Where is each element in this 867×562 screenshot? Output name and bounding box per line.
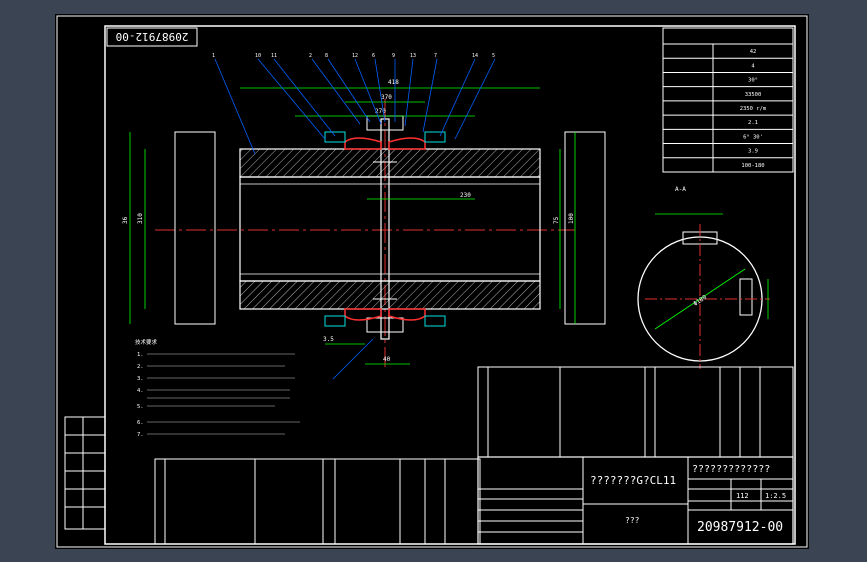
note-lines: [147, 353, 300, 435]
outer-border: [56, 15, 808, 548]
balloon-labels: 1 10 11 2 8 12 6 9 13 7 14 5: [212, 53, 495, 59]
weight-cell: 112: [736, 492, 749, 500]
scale-cell: 1:2.5: [765, 492, 786, 500]
svg-text:1.: 1.: [137, 352, 144, 358]
svg-text:14: 14: [472, 53, 478, 59]
dim-100: 100: [568, 213, 575, 224]
product-name: ???????G?CL11: [590, 474, 676, 487]
svg-text:5.: 5.: [137, 404, 144, 410]
right-flange: [564, 131, 606, 325]
svg-text:3.: 3.: [137, 376, 144, 382]
svg-text:7: 7: [434, 53, 437, 59]
param-value: 33500: [745, 92, 762, 98]
mirrored-number-box: [106, 27, 198, 47]
drawing-number: 20987912-00: [697, 520, 783, 535]
param-value: 3.9: [748, 149, 758, 155]
svg-text:4.: 4.: [137, 388, 144, 394]
svg-text:6.: 6.: [137, 420, 144, 426]
svg-text:12: 12: [352, 53, 358, 59]
svg-text:9: 9: [392, 53, 395, 59]
balloon-leaders: [214, 58, 496, 380]
sign-cell: ???: [625, 516, 640, 525]
param-value: 2350 r/m: [740, 106, 767, 112]
svg-text:10: 10: [255, 53, 261, 59]
dim-35: 3.5: [323, 336, 334, 343]
dim-75: 75: [553, 216, 560, 224]
parameter-table: [662, 27, 794, 173]
param-value: 100-180: [741, 163, 764, 169]
svg-text:5: 5: [492, 53, 495, 59]
center-disc: [380, 118, 390, 340]
shaft-assembly: [174, 115, 606, 340]
param-value: 42: [750, 49, 757, 55]
svg-text:2: 2: [309, 53, 312, 59]
title-block: [477, 456, 794, 545]
svg-text:13: 13: [410, 53, 416, 59]
cad-drawing: 20987912-00: [56, 15, 808, 548]
svg-text:11: 11: [271, 53, 277, 59]
dimension-lines: [129, 87, 576, 365]
dim-36: 36: [122, 216, 129, 224]
company-title: ?????????????: [692, 464, 770, 475]
dim-40: 40: [383, 356, 391, 363]
dim-310: 310: [137, 213, 144, 224]
svg-text:技术要求: 技术要求: [135, 338, 158, 346]
parts-list-right: [477, 366, 794, 458]
side-stamp-table: [64, 416, 106, 530]
param-value: 2.1: [748, 120, 758, 126]
section-label: A-A: [675, 186, 686, 193]
bottom-bolt: [366, 317, 404, 333]
svg-text:1: 1: [212, 53, 215, 59]
dim-370: 370: [381, 94, 392, 101]
technical-notes: 技术要求 1. 2. 3. 4. 5. 6. 7.: [135, 338, 158, 438]
section-detail: Φ180 A-A: [637, 186, 770, 369]
drawing-sheet: 20987912-00: [55, 14, 809, 549]
dim-418: 418: [388, 79, 399, 86]
svg-text:2.: 2.: [137, 364, 144, 370]
svg-text:7.: 7.: [137, 432, 144, 438]
dim-230: 230: [460, 192, 471, 199]
svg-text:6: 6: [372, 53, 375, 59]
left-flange: [174, 131, 216, 325]
upper-hatch: [239, 148, 541, 178]
param-value: 30°: [748, 78, 758, 84]
shaft-bore: [239, 176, 541, 282]
dim-270: 270: [375, 108, 386, 115]
parts-list-left: [154, 458, 481, 545]
param-value: 4: [751, 63, 755, 69]
mirrored-drawing-number: 20987912-00: [116, 30, 189, 43]
svg-text:8: 8: [325, 53, 328, 59]
param-value: 6° 30': [743, 134, 763, 140]
lower-hatch: [239, 280, 541, 310]
